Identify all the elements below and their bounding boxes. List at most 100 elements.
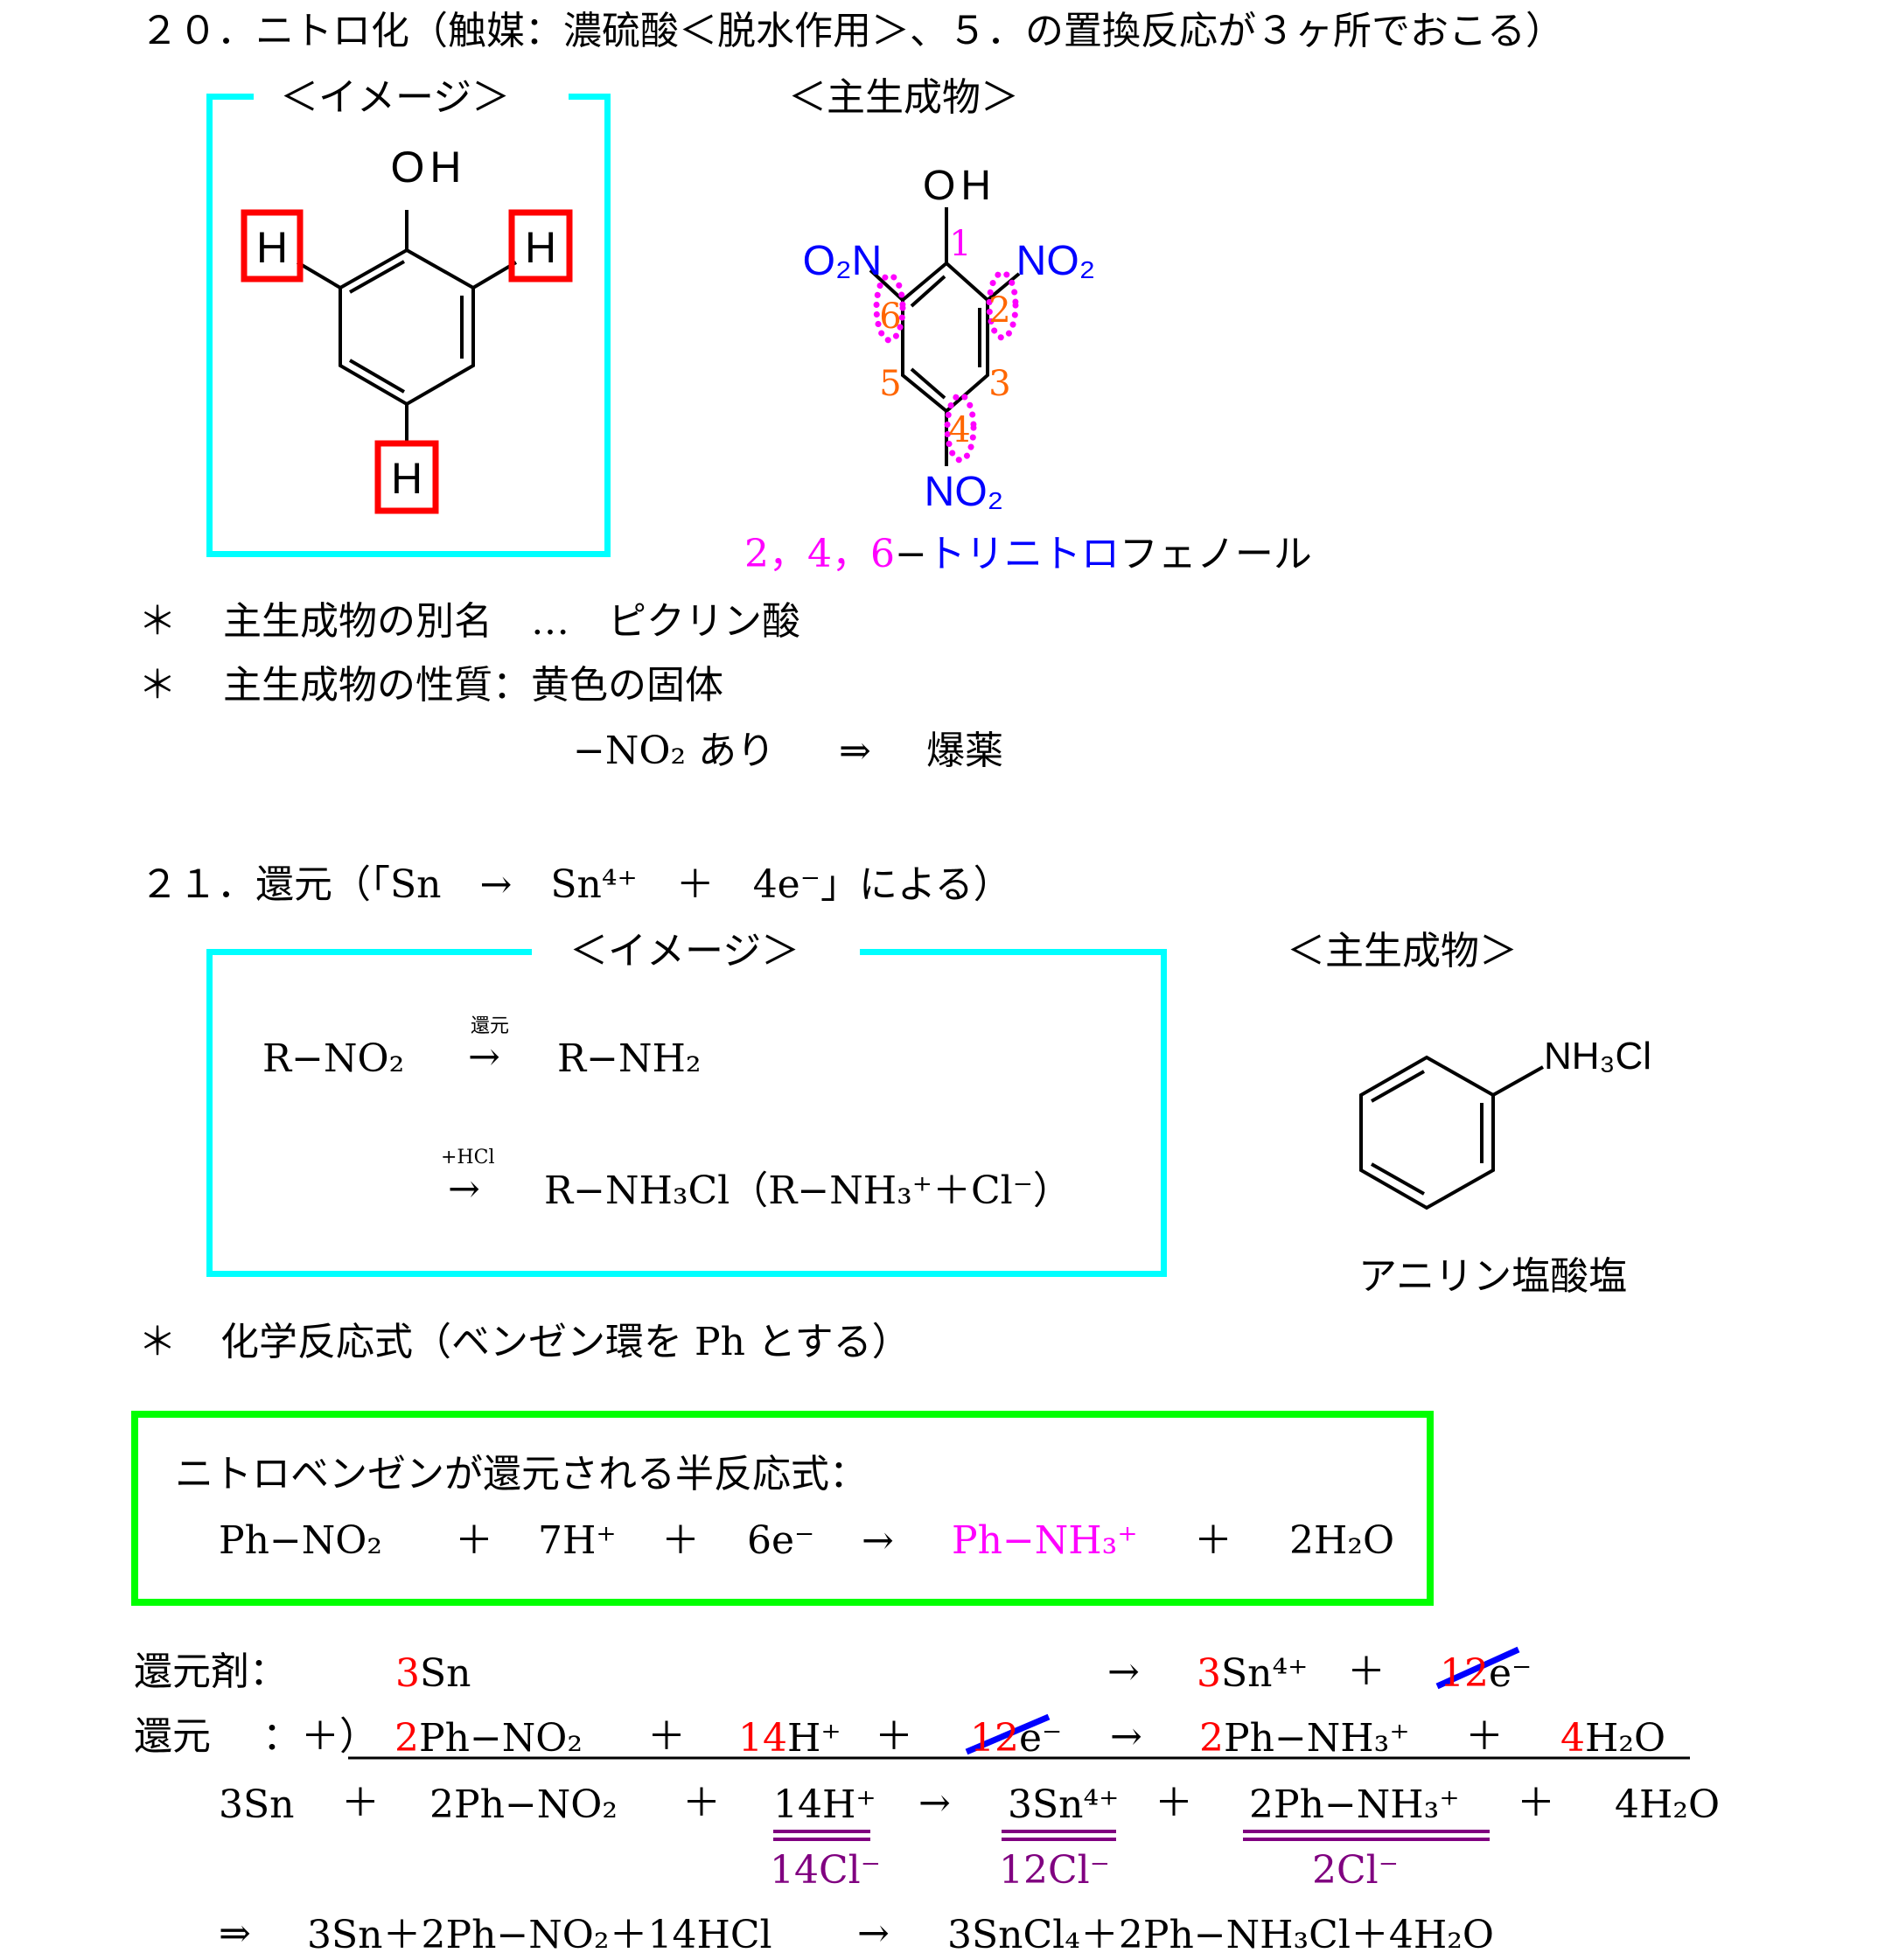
plus: ＋ <box>1517 1781 1555 1825</box>
final-reactants: 3Sn＋2Ph−NO₂＋14HCl <box>307 1913 772 1957</box>
name-dash: − <box>894 532 927 576</box>
arrow: → <box>918 1781 951 1825</box>
plus: ＋ <box>455 1518 493 1563</box>
species: e⁻ <box>1489 1651 1532 1696</box>
reaction-arrow: → <box>468 1035 500 1079</box>
phenol-structure <box>296 210 518 446</box>
product-r-nh2: R−NH₂ <box>557 1036 702 1081</box>
plus: ＋ <box>661 1518 700 1563</box>
condition-reduction: 還元 <box>471 1015 510 1037</box>
image-label-21: ＜イメージ＞ <box>569 929 800 973</box>
hydrogen-label: H <box>525 223 556 272</box>
counter-ion: 12Cl⁻ <box>999 1848 1110 1893</box>
note-equation: 化学反応式（ベンゼン環を Ph とする） <box>220 1320 911 1364</box>
species: Sn⁴⁺ <box>1221 1651 1309 1696</box>
bond-no2 <box>869 269 904 302</box>
arrow: → <box>862 1518 894 1563</box>
section-20-title: ２０．ニトロ化（触媒：濃硫酸＜脱水作用＞、５．の置換反応が３ヶ所でおこる） <box>140 9 1564 53</box>
cancel-strike <box>965 1713 1051 1755</box>
term: 14H⁺ <box>773 1782 876 1827</box>
product-name-20: 2，4，6−トリニトロフェノール <box>744 530 1312 579</box>
locant-1: 1 <box>949 224 971 264</box>
reactant-r-no2: R−NO₂ <box>262 1036 405 1081</box>
term: 2Ph−NH₃⁺ <box>1249 1782 1460 1827</box>
cancel-strike <box>1435 1646 1520 1690</box>
section-21-title: ２１．還元（「Sn → Sn⁴⁺ ＋ 4e⁻」による） <box>140 862 1012 907</box>
coefficient: 2 <box>394 1716 419 1761</box>
double-bond <box>910 275 946 308</box>
arrow: → <box>1107 1650 1140 1694</box>
product-label-21: ＜主生成物＞ <box>1287 929 1518 973</box>
benzene-ring <box>339 248 475 407</box>
term: 4H₂O <box>1615 1782 1721 1827</box>
bullet: ＊ <box>138 599 177 644</box>
species: H⁺ <box>787 1716 841 1761</box>
plus: ＋ <box>341 1781 380 1825</box>
plus: ＋ <box>1465 1714 1504 1759</box>
coefficient: 12 <box>970 1716 1019 1761</box>
implies-arrow: ⇒ <box>219 1911 251 1956</box>
image-label-20: ＜イメージ＞ <box>280 75 511 120</box>
row-label-reductant: 還元剤： <box>134 1650 288 1694</box>
locant-5: 5 <box>879 364 901 404</box>
species: Ph−NO₂ <box>419 1716 583 1761</box>
bond-h <box>296 261 342 289</box>
bond-no2 <box>986 272 1021 302</box>
benzene-ring <box>901 261 989 414</box>
name-nitro: トリニトロ <box>926 532 1120 576</box>
coefficient: 3 <box>1197 1651 1221 1696</box>
product-label-20: ＜主生成物＞ <box>788 75 1019 120</box>
term: 14H⁺ <box>738 1714 841 1763</box>
double-bond <box>1371 1070 1425 1103</box>
term: 3Sn <box>395 1650 471 1698</box>
picric-acid-structure <box>869 207 1021 466</box>
term: 6e⁻ <box>747 1518 815 1563</box>
h-highlight-box <box>241 209 304 282</box>
ion-pair-lines <box>773 1830 1490 1841</box>
picric-oh: OH <box>923 163 996 209</box>
term-cancelled: 12e⁻ <box>1440 1650 1532 1698</box>
plus: ＋ <box>682 1781 721 1825</box>
bullet: ＊ <box>138 1320 177 1364</box>
species: Ph−NH₃⁺ <box>1224 1716 1410 1761</box>
position-4-highlight <box>944 392 977 464</box>
row-label-reduction: 還元 <box>134 1714 211 1759</box>
note-property: 主生成物の性質：黄色の固体 <box>223 663 723 708</box>
counter-ion: 2Cl⁻ <box>1312 1848 1399 1893</box>
term: Ph−NO₂ <box>219 1518 383 1563</box>
name-locants: 2，4，6 <box>744 532 895 576</box>
term: 2Ph−NO₂ <box>394 1714 583 1763</box>
term: 4H₂O <box>1560 1714 1665 1763</box>
term-cancelled: 12e⁻ <box>970 1714 1062 1763</box>
term-highlight: Ph−NH₃⁺ <box>952 1518 1138 1563</box>
locant-2: 2 <box>988 290 1010 331</box>
term: 7H⁺ <box>538 1518 617 1563</box>
term: 2Ph−NH₃⁺ <box>1199 1714 1410 1763</box>
coefficient: 2 <box>1199 1716 1224 1761</box>
nitro-group-left: O₂N <box>803 238 883 284</box>
nh3cl-group: NH₃Cl <box>1544 1035 1652 1078</box>
species: e⁻ <box>1019 1716 1063 1761</box>
species: Sn <box>420 1651 471 1696</box>
anilinium-structure <box>1359 1055 1544 1210</box>
dotted-highlights <box>873 269 1019 464</box>
locant-4: 4 <box>948 410 970 450</box>
add-operator: ：＋） <box>262 1714 378 1759</box>
implies-arrow: ⇒ <box>839 729 871 773</box>
condition-hcl: +HCl <box>441 1147 495 1168</box>
locant-6: 6 <box>879 296 901 337</box>
nitro-group-note: −NO₂ あり <box>573 729 776 773</box>
term: 2H₂O <box>1289 1518 1395 1563</box>
half-reaction-title: ニトロベンゼンが還元される半反応式： <box>175 1452 868 1496</box>
term: 3Sn <box>219 1782 295 1827</box>
plus: ＋ <box>875 1714 913 1759</box>
plus: ＋ <box>647 1714 686 1759</box>
plus: ＋ <box>1155 1781 1193 1825</box>
plus: ＋ <box>1194 1518 1232 1563</box>
explosive-note: 爆薬 <box>926 729 1003 773</box>
nitro-group-right: NO₂ <box>1016 238 1096 284</box>
reaction-arrow: → <box>448 1167 480 1211</box>
half-reaction-box <box>131 1411 1434 1606</box>
